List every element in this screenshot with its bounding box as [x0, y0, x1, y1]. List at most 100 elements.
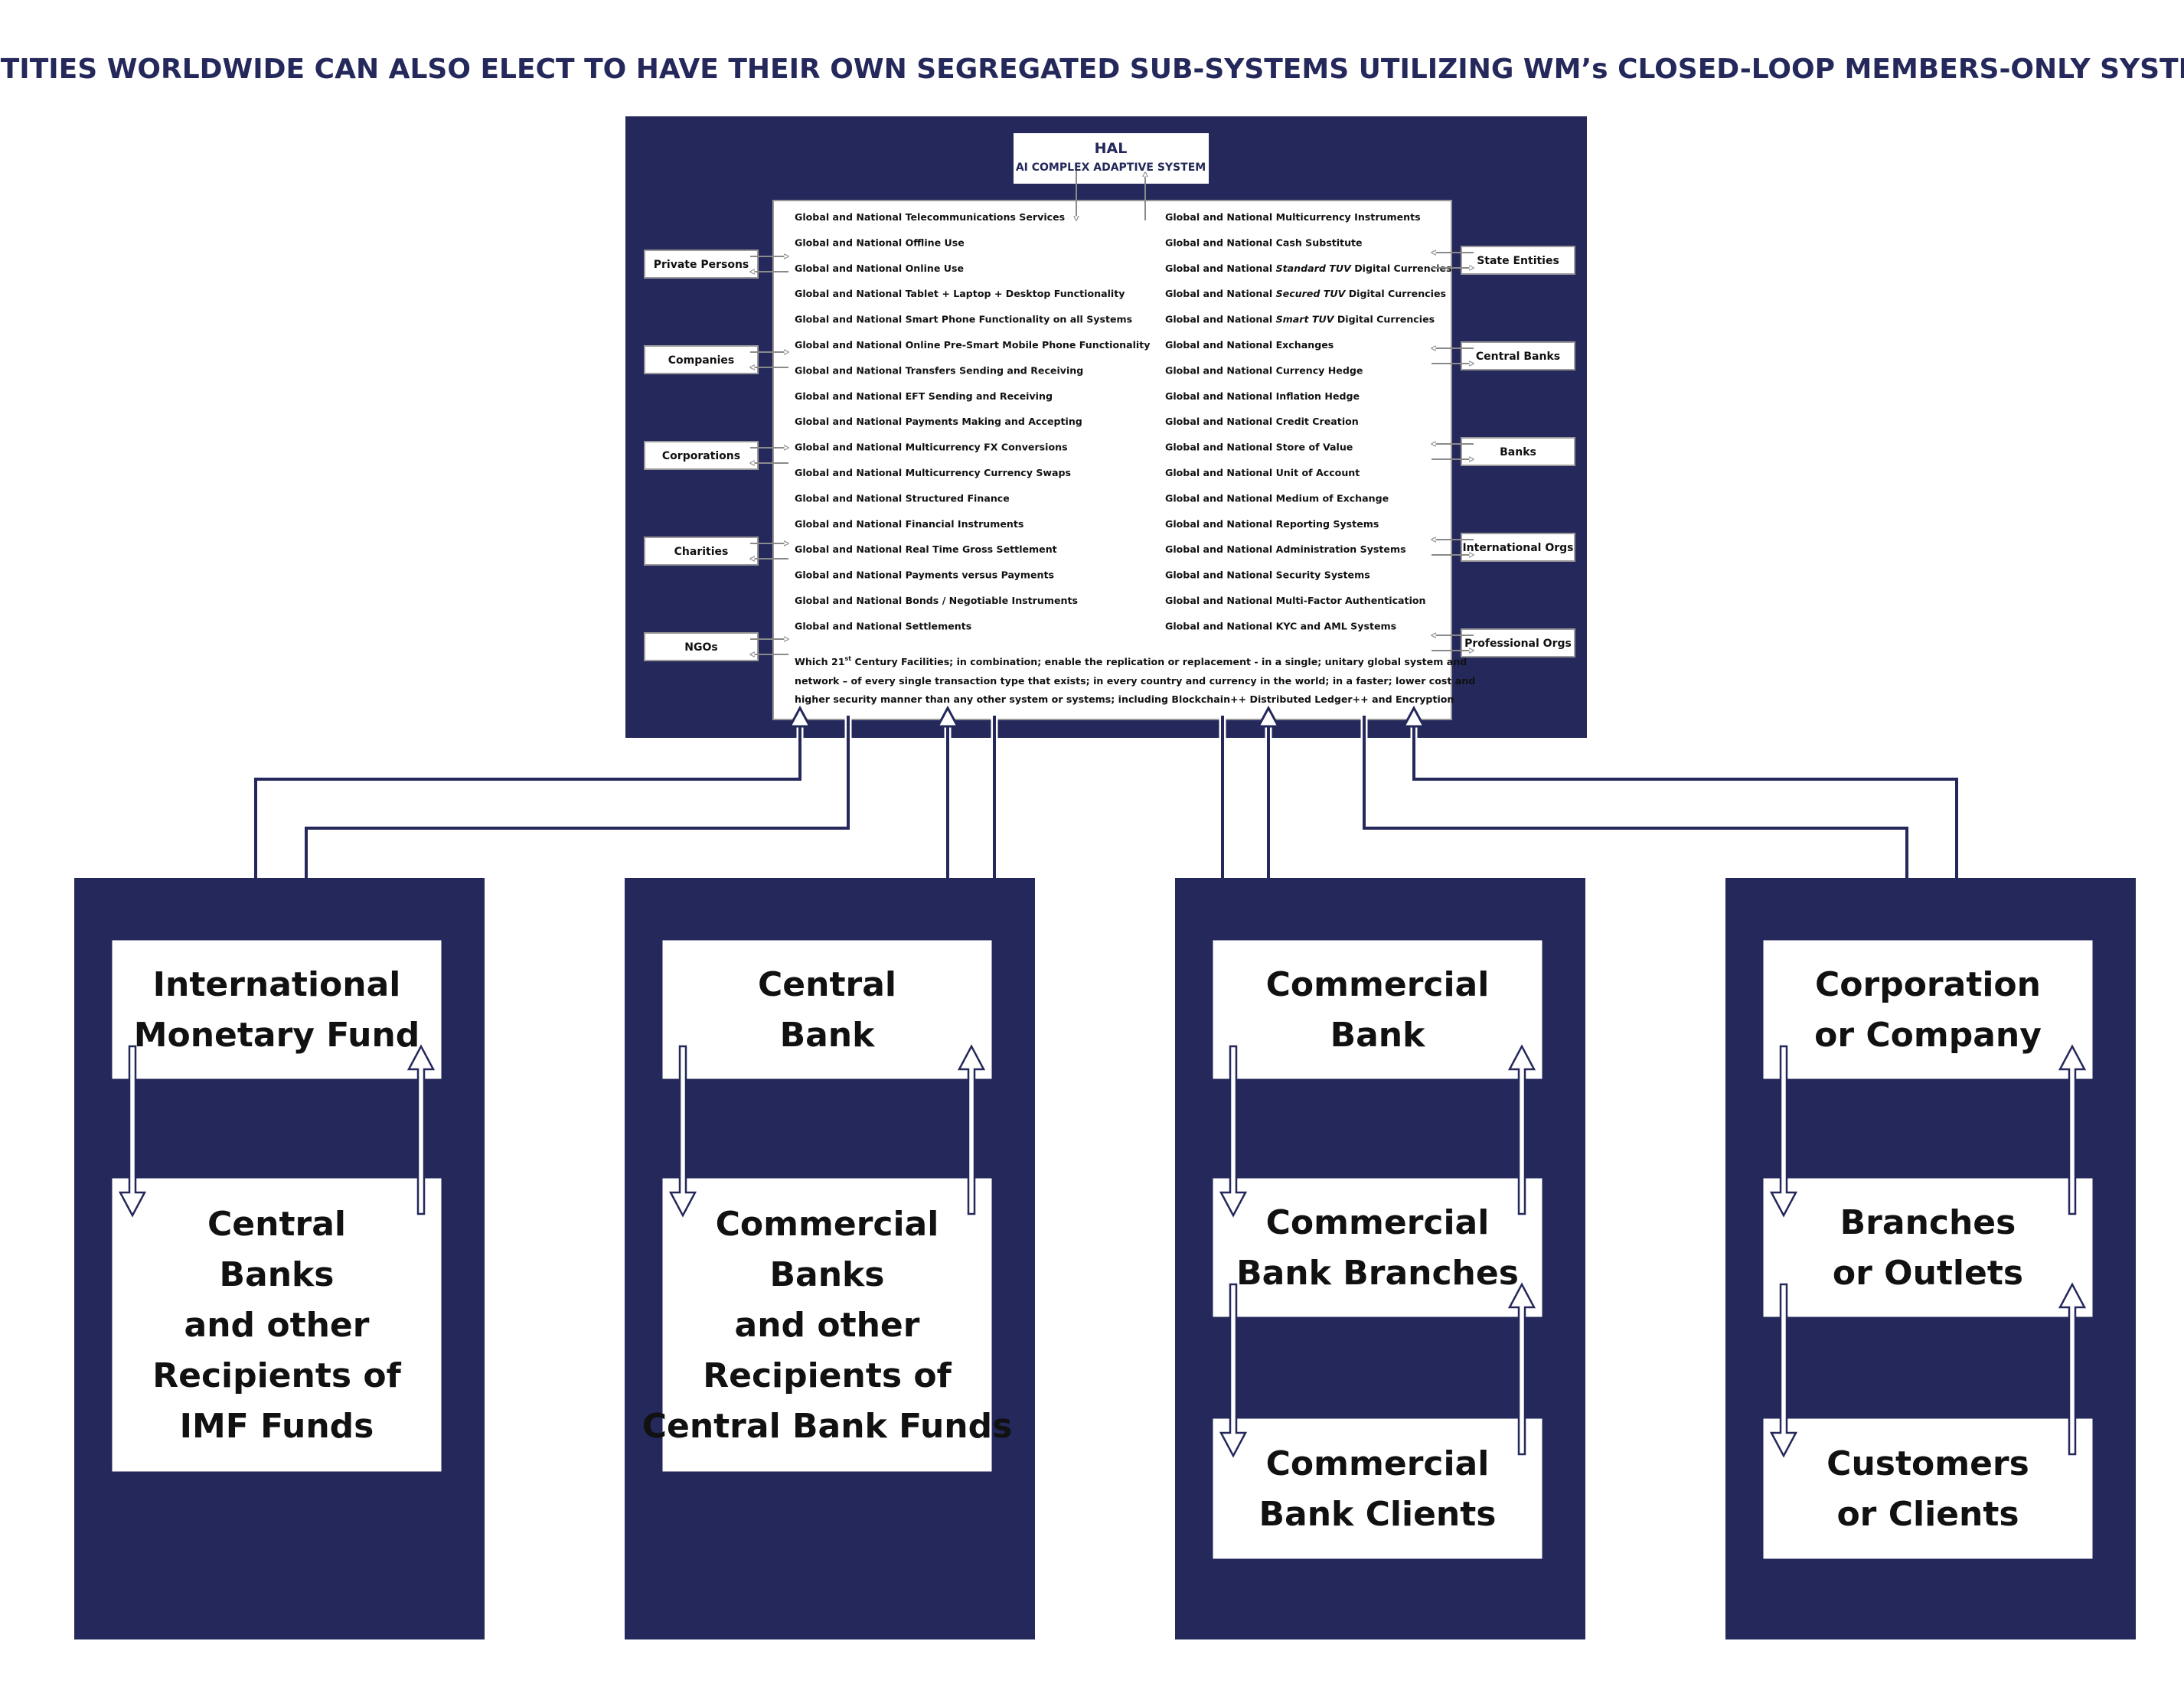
entity-box-label: Bank Branches [1236, 1254, 1519, 1293]
connector-up-head [788, 705, 812, 728]
service-right-item: Global and National KYC and AML Systems [1165, 620, 1396, 631]
flow-down-arrow [1219, 1045, 1248, 1218]
summary-line-1-start: Which 21 [795, 656, 845, 667]
service-right-text: Global and National Store of Value [1165, 442, 1353, 453]
entity-box-label: Commercial [716, 1205, 939, 1244]
entity-box-label: and other [735, 1306, 920, 1345]
entity-box [109, 1176, 444, 1474]
flow-down-arrow [1769, 1045, 1798, 1218]
entity-box-label: Banks [769, 1255, 884, 1294]
service-left-item: Global and National Multicurrency Curren… [795, 467, 1071, 478]
right-entity-box [1461, 341, 1575, 370]
entity-box-label: Central [758, 965, 896, 1004]
service-right-item: Global and National Currency Hedge [1165, 364, 1363, 376]
service-left-item: Global and National Smart Phone Function… [795, 314, 1132, 325]
flow-down-arrow [1219, 1283, 1248, 1458]
service-left-item: Global and National Online Pre-Smart Mob… [795, 339, 1150, 351]
service-right-item: Global and National Standard TUV Digital… [1165, 263, 1452, 274]
entity-box-label: Commercial [1266, 1444, 1490, 1483]
right-entity-label: Banks [1500, 446, 1536, 458]
left-entity-box [644, 441, 759, 470]
connector-up [1412, 708, 1958, 918]
connector-up-head [1402, 705, 1426, 728]
service-left-item: Global and National Online Use [795, 263, 964, 274]
connector-down [1363, 716, 1908, 918]
entity-box-label: Banks [219, 1255, 334, 1294]
right-entity-box [1461, 437, 1575, 466]
right-entity-box [1461, 246, 1575, 275]
service-left-item: Global and National Offline Use [795, 237, 965, 248]
entity-box-label: or Outlets [1833, 1254, 2023, 1293]
service-right-item: Global and National Security Systems [1165, 569, 1370, 581]
service-left-item: Global and National Tablet + Laptop + De… [795, 288, 1125, 299]
service-right-suffix: Digital Currencies [1345, 288, 1446, 299]
entity-box-label: Customers [1827, 1444, 2029, 1483]
flow-up-arrow [2058, 1282, 2087, 1456]
flow-up-arrow [1507, 1044, 1536, 1215]
service-right-item: Global and National Reporting Systems [1165, 518, 1379, 530]
right-entity-label: Professional Orgs [1464, 638, 1572, 650]
entity-box [1761, 1176, 2095, 1320]
service-right-text: Global and National Credit Creation [1165, 416, 1359, 427]
service-left-item: Global and National EFT Sending and Rece… [795, 390, 1053, 402]
connector-up [254, 708, 801, 918]
entity-box [109, 938, 444, 1082]
service-right-italic: Smart TUV [1276, 314, 1335, 325]
left-entity-box [644, 345, 759, 374]
service-left-item: Global and National Financial Instrument… [795, 518, 1023, 530]
service-right-text: Global and National Unit of Account [1165, 467, 1360, 478]
left-entity-box [644, 537, 759, 566]
flow-up-arrow [2058, 1044, 2087, 1215]
service-right-item: Global and National Store of Value [1165, 442, 1353, 453]
left-entity-label: Charities [674, 546, 729, 558]
service-left-item: Global and National Settlements [795, 620, 971, 631]
entity-box [1761, 1416, 2095, 1561]
entity-box-label: Monetary Fund [134, 1016, 420, 1055]
right-entity-label: State Entities [1477, 255, 1559, 267]
connector-down [305, 716, 850, 918]
service-right-italic: Standard TUV [1276, 263, 1352, 274]
left-entity-box [644, 632, 759, 661]
service-right-text: Global and National Reporting Systems [1165, 518, 1379, 530]
service-right-suffix: Digital Currencies [1351, 263, 1452, 274]
service-left-item: Global and National Telecommunications S… [795, 211, 1065, 223]
service-right-item: Global and National Multi-Factor Authent… [1165, 595, 1426, 606]
entity-box-label: Corporation [1815, 965, 2041, 1004]
service-left-item: Global and National Payments versus Paym… [795, 569, 1054, 581]
left-entity-label: Corporations [662, 450, 740, 462]
entity-box-label: and other [184, 1306, 370, 1345]
connector-up-head [935, 705, 960, 728]
service-right-suffix: Digital Currencies [1334, 314, 1435, 325]
flow-down-arrow [1769, 1283, 1798, 1458]
entity-box [660, 938, 994, 1082]
hal-subtitle: AI COMPLEX ADAPTIVE SYSTEM [1016, 161, 1206, 174]
right-entity-label: International Orgs [1462, 542, 1573, 554]
entity-box-label: Bank Clients [1259, 1495, 1497, 1534]
entity-box-label: Branches [1840, 1203, 2016, 1242]
service-right-item: Global and National Smart TUV Digital Cu… [1165, 314, 1435, 325]
flow-up-arrow [1507, 1282, 1536, 1456]
entity-box-label: Bank [780, 1016, 877, 1055]
flow-up-arrow [957, 1044, 986, 1215]
service-right-text: Global and National Inflation Hedge [1165, 390, 1360, 402]
service-right-italic: Secured TUV [1276, 288, 1347, 299]
service-left-item: Global and National Multicurrency FX Con… [795, 442, 1068, 453]
entity-box-label: Central Bank Funds [642, 1407, 1013, 1446]
entity-box-label: or Company [1814, 1016, 2042, 1055]
service-left-item: Global and National Real Time Gross Sett… [795, 543, 1057, 555]
left-entity-box [644, 250, 759, 279]
flow-down-arrow [668, 1045, 697, 1218]
service-right-text: Global and National Multi-Factor Authent… [1165, 595, 1426, 606]
service-right-text: Global and National Administration Syste… [1165, 543, 1406, 555]
entity-box-label: Commercial [1266, 965, 1490, 1004]
service-right-text: Global and National [1165, 263, 1276, 274]
services-panel [772, 200, 1452, 720]
side-entities: Private PersonsCompaniesCorporationsChar… [644, 246, 1575, 661]
hal-title: HAL [1095, 140, 1128, 157]
panel-connectors [252, 705, 1960, 922]
service-left-item: Global and National Transfers Sending an… [795, 364, 1083, 376]
entity-box-label: Commercial [1266, 1203, 1490, 1242]
services-left-list: Global and National Telecommunications S… [795, 211, 1150, 631]
summary-line-1-sup: st [845, 655, 852, 662]
